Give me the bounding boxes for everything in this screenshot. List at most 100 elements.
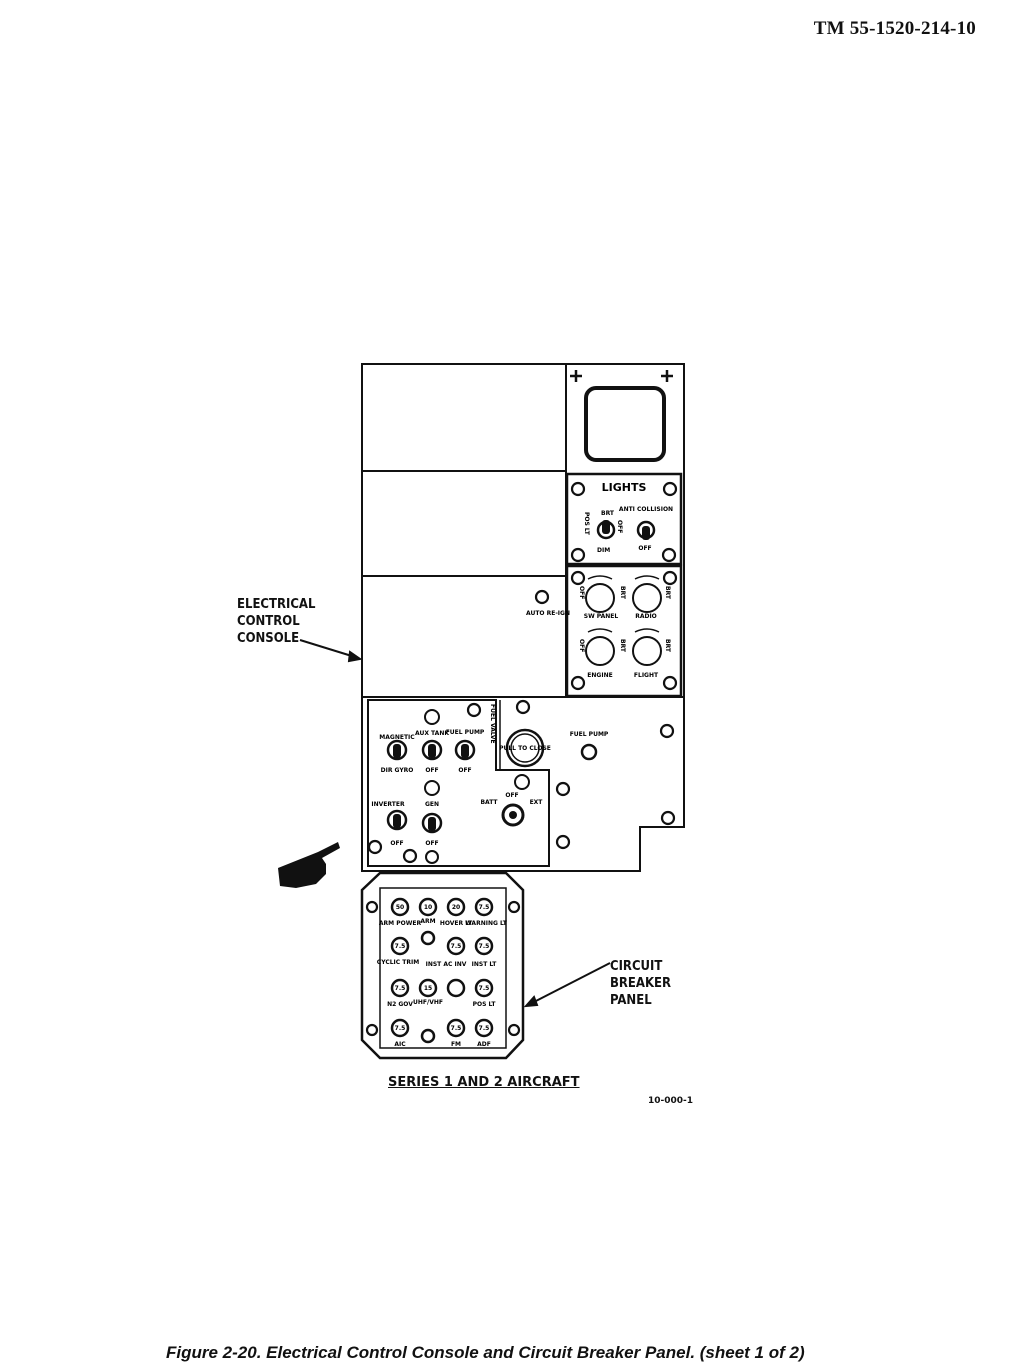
series-label: SERIES 1 AND 2 AIRCRAFT — [388, 1075, 580, 1090]
circuit-breaker-button[interactable] — [418, 978, 438, 998]
knob-label: SW PANEL — [584, 613, 619, 620]
breaker-amps: 50 — [396, 904, 404, 911]
breaker-label: AIC — [394, 1041, 406, 1048]
fuel-pump-label: FUEL PUMP — [446, 729, 485, 736]
breaker-amps: 7.5 — [479, 985, 490, 992]
circuit-breaker-button[interactable] — [390, 936, 410, 956]
screw-icon — [662, 675, 678, 691]
sw-panel-rheostat-knob[interactable] — [585, 583, 615, 613]
fuel-pump-indicator-light — [580, 743, 598, 761]
breaker-amps: 7.5 — [395, 1025, 406, 1032]
circuit-breaker-button[interactable] — [446, 897, 466, 917]
inverter-label: INVERTER — [371, 801, 405, 808]
circuit-breaker-button[interactable] — [474, 936, 494, 956]
pull-to-close-handle[interactable] — [505, 728, 545, 768]
gen-reset-button[interactable] — [425, 850, 439, 864]
breaker-amps: 7.5 — [395, 985, 406, 992]
circuit-breaker-button[interactable] — [390, 978, 410, 998]
circuit-breaker-button[interactable] — [474, 978, 494, 998]
auto-reign-label: AUTO RE-IGN — [526, 610, 570, 617]
screw-icon — [661, 547, 677, 563]
aux-off-label: OFF — [425, 767, 438, 774]
radio-rheostat-knob[interactable] — [632, 583, 662, 613]
anti-off-label: OFF — [638, 545, 651, 552]
breaker-label: INST LT — [472, 961, 498, 968]
cross-mark-icon — [570, 370, 582, 382]
dim-label: DIM — [597, 547, 610, 554]
screw-icon — [570, 481, 586, 497]
circuit-breaker-button[interactable] — [446, 936, 466, 956]
circuit-breaker-button[interactable] — [420, 930, 436, 946]
breaker-amps: 7.5 — [479, 1025, 490, 1032]
aux-tank-indicator-light — [424, 709, 440, 725]
figure-number: 10-000-1 — [648, 1096, 694, 1106]
pos-lt-label: POS LT — [583, 512, 590, 536]
switch-subpanel — [367, 699, 550, 867]
breaker-label: INST AC INV — [426, 961, 467, 968]
circuit-breaker-button[interactable] — [474, 897, 494, 917]
screw-icon — [555, 781, 571, 797]
off-label-vertical: OFF — [578, 586, 585, 599]
circuit-breaker-button[interactable] — [474, 1018, 494, 1038]
circuit-breaker-button[interactable] — [390, 897, 410, 917]
circuit-breaker-button[interactable] — [390, 1018, 410, 1038]
breaker-panel-inner — [379, 887, 507, 1049]
circuit-breaker-button[interactable] — [446, 1018, 466, 1038]
inverter-toggle-switch[interactable] — [386, 809, 408, 831]
knob-label: ENGINE — [587, 672, 612, 679]
anti-collision-toggle-switch[interactable] — [636, 520, 656, 540]
batt-ext-switch[interactable] — [501, 803, 525, 827]
inverter-off-label: OFF — [390, 840, 403, 847]
magnetic-dir-gyro-toggle-switch[interactable] — [386, 739, 408, 761]
screw-icon — [365, 1023, 379, 1037]
brt-label-vertical: BRT — [619, 586, 626, 600]
circuit-breaker-button[interactable] — [418, 897, 438, 917]
screw-icon — [662, 570, 678, 586]
aux-tank-toggle-switch[interactable] — [421, 739, 443, 761]
batt-label: BATT — [480, 799, 498, 806]
screw-icon — [507, 1023, 521, 1037]
breaker-amps: 10 — [424, 904, 432, 911]
off-label-vertical: OFF — [616, 520, 623, 533]
gen-toggle-switch[interactable] — [421, 812, 443, 834]
circuit-breaker-button[interactable] — [446, 978, 466, 998]
console-lower-outline — [361, 696, 685, 872]
gen-indicator-light — [424, 780, 440, 796]
cross-mark-icon — [661, 370, 673, 382]
pos-lt-toggle-switch[interactable] — [596, 520, 616, 540]
screw-icon — [507, 900, 521, 914]
screw-icon — [570, 570, 586, 586]
batt-indicator-light — [514, 774, 530, 790]
off-label-vertical: OFF — [578, 639, 585, 652]
screw-icon — [660, 810, 676, 826]
fuel-pump-toggle-switch[interactable] — [454, 739, 476, 761]
screw-icon — [570, 675, 586, 691]
document-number: TM 55-1520-214-10 — [813, 18, 976, 39]
knob-label: FLIGHT — [634, 672, 659, 679]
breaker-amps: 7.5 — [479, 943, 490, 950]
breaker-label: WARNING LT — [465, 920, 508, 927]
engine-rheostat-knob[interactable] — [585, 636, 615, 666]
fuel-pump-right-label: FUEL PUMP — [570, 731, 609, 738]
screw-icon — [367, 839, 383, 855]
screw-icon — [402, 848, 418, 864]
flight-rheostat-knob[interactable] — [632, 636, 662, 666]
arrowhead-icon — [523, 995, 539, 1008]
breaker-amps: 20 — [452, 904, 460, 911]
breaker-label: ADF — [477, 1041, 491, 1048]
circuit-breaker-panel-callout: CIRCUIT BREAKER PANEL — [610, 959, 672, 1008]
electrical-control-console-callout: ELECTRICAL CONTROL CONSOLE — [237, 597, 316, 646]
gen-label: GEN — [425, 801, 439, 808]
dir-gyro-label: DIR GYRO — [381, 767, 414, 774]
pointing-hand-icon — [278, 842, 340, 888]
breaker-amps: 7.5 — [451, 1025, 462, 1032]
magnetic-label: MAGNETIC — [379, 734, 415, 741]
ext-label: EXT — [530, 799, 544, 806]
aux-tank-label: AUX TANK — [415, 730, 449, 737]
lights-title: LIGHTS — [602, 481, 647, 494]
breaker-label: HOVER LT — [440, 920, 473, 927]
breaker-label: N2 GOV — [387, 1001, 413, 1008]
circuit-breaker-button[interactable] — [420, 1028, 436, 1044]
screw-icon — [466, 702, 482, 718]
